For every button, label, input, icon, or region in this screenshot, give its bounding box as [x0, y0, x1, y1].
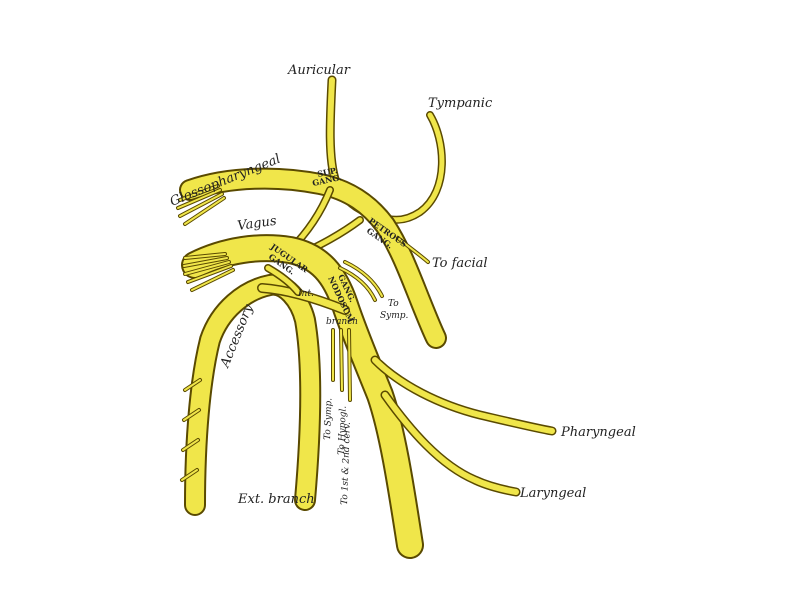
label-to-cerv: To 1st & 2nd cerv.	[340, 422, 353, 505]
tympanic-nerve	[372, 111, 446, 224]
accessory-rootlets	[180, 378, 202, 482]
label-to-symp-right-2: Symp.	[380, 311, 409, 321]
glossopharyngeal-rootlets	[176, 184, 226, 226]
label-auricular: Auricular	[287, 63, 351, 78]
label-to-symp-right: To	[388, 299, 399, 309]
label-ext-branch: Ext. branch	[237, 492, 315, 507]
sup-ganglion-label-1: SUP.	[316, 165, 338, 179]
label-int: Int.	[297, 289, 314, 299]
label-to-facial: To facial	[432, 256, 488, 271]
nerve-paths	[176, 75, 557, 559]
label-to-symp: To Symp.	[323, 398, 334, 440]
label-pharyngeal: Pharyngeal	[560, 425, 636, 440]
label-laryngeal: Laryngeal	[519, 486, 586, 501]
label-to-hypogl: To Hypogl.	[337, 405, 349, 455]
label-tympanic: Tympanic	[428, 96, 493, 111]
vagus-rootlets	[182, 252, 235, 292]
label-branch: branch	[326, 317, 358, 327]
label-vagus: Vagus	[236, 214, 277, 234]
